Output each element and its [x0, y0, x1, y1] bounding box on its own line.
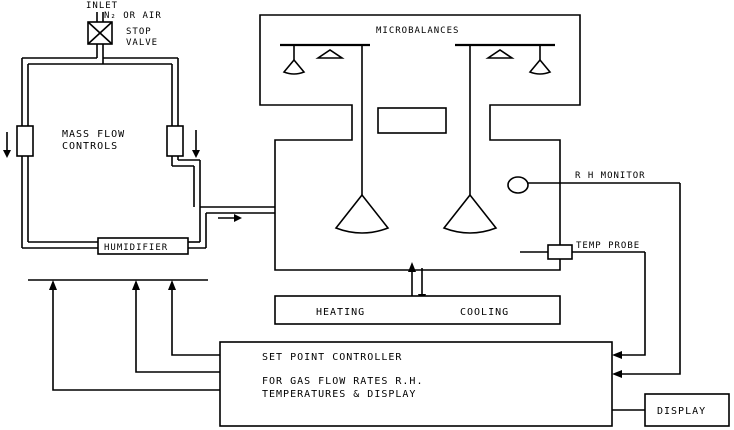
microbalance-chamber: MICROBALANCES	[259, 14, 581, 271]
stop-valve-label-2: VALVE	[126, 38, 158, 48]
mass-flow-label-2: CONTROLS	[62, 141, 118, 152]
mass-flow-control-right	[166, 125, 184, 157]
controller-line-3: TEMPERATURES & DISPLAY	[262, 389, 416, 400]
stop-valve-label-1: STOP	[126, 27, 152, 37]
cooling-label: COOLING	[460, 307, 509, 318]
gas-entry-arrow	[218, 214, 242, 222]
balance-window	[377, 107, 447, 134]
heating-label: HEATING	[316, 307, 365, 318]
gas-type-label: N₂ OR AIR	[104, 11, 162, 21]
inlet-label: INLET	[86, 1, 118, 11]
display-label: DISPLAY	[657, 406, 706, 417]
rh-monitor-sensor: R H MONITOR	[507, 171, 680, 194]
microbalances-label: MICROBALANCES	[376, 26, 459, 36]
gas-inlet: INLET N₂ OR AIR	[86, 1, 162, 22]
control-line-middle	[132, 280, 220, 373]
set-point-controller: SET POINT CONTROLLER FOR GAS FLOW RATES …	[219, 341, 613, 427]
mass-flow-control-left	[16, 125, 34, 157]
humidifier-box	[97, 237, 189, 255]
temp-probe: TEMP PROBE	[520, 241, 645, 260]
microbalance-left	[280, 43, 390, 234]
display-unit: DISPLAY	[644, 393, 730, 427]
temp-probe-feedback-line	[612, 252, 646, 359]
controller-title: SET POINT CONTROLLER	[262, 352, 402, 363]
temp-probe-label: TEMP PROBE	[576, 241, 640, 251]
rh-monitor-label: R H MONITOR	[575, 171, 646, 181]
stop-valve: STOP VALVE	[87, 21, 158, 48]
humidifier-label: HUMIDIFIER	[104, 243, 168, 253]
flow-arrow-right	[192, 130, 200, 158]
heating-cooling-unit: HEATING COOLING	[274, 295, 561, 325]
control-line-right	[168, 280, 220, 356]
flow-arrow-left	[3, 132, 11, 158]
microbalance-right	[442, 43, 555, 234]
control-line-left	[49, 280, 220, 391]
controller-line-2: FOR GAS FLOW RATES R.H.	[262, 376, 423, 387]
rh-monitor-feedback-line	[612, 183, 681, 378]
mass-flow-label-1: MASS FLOW	[62, 129, 125, 140]
